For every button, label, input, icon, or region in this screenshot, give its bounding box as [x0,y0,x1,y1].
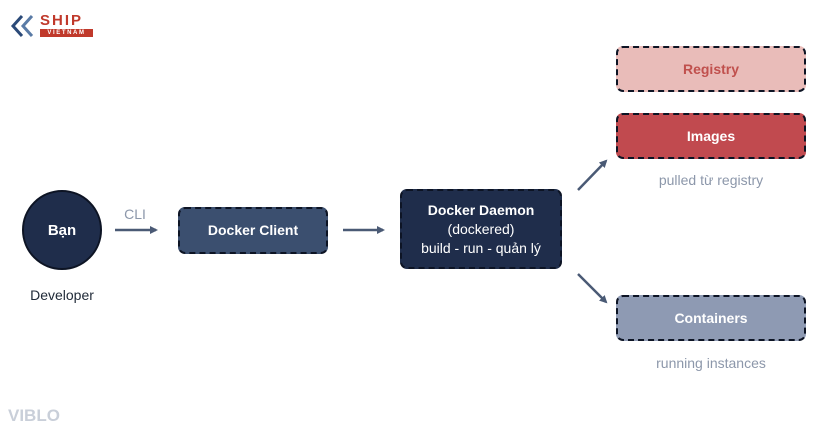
developer-caption: Developer [30,287,94,303]
cli-label: CLI [124,206,146,222]
viblo-watermark: VIBLO [8,406,60,425]
docker-daemon-title: Docker Daemon [427,201,535,218]
logo-word: SHIP [40,12,84,29]
docker-client-box: Docker Client [178,207,328,254]
double-chevron-icon [10,14,34,38]
containers-label: Containers [674,309,748,326]
developer-label: Bạn [47,221,77,239]
arrow-daemon-to-images [577,159,608,191]
containers-box: Containers [616,295,806,341]
containers-caption: running instances [656,355,766,371]
images-label: Images [686,127,736,144]
docker-daemon-description: build - run - quản lý [421,239,541,256]
arrow-daemon-to-containers [577,273,608,304]
images-box: Images [616,113,806,159]
docker-daemon-subtitle: (dockered) [447,220,515,237]
registry-box: Registry [616,46,806,92]
docker-daemon-box: Docker Daemon (dockered) build - run - q… [400,189,562,269]
images-caption: pulled từ registry [658,172,764,188]
logo-subtitle: VIETNAM [40,29,93,37]
docker-client-label: Docker Client [207,222,299,238]
ship-vietnam-logo: SHIP VIETNAM [10,12,93,39]
registry-label: Registry [682,60,740,77]
developer-node: Bạn [22,190,102,270]
